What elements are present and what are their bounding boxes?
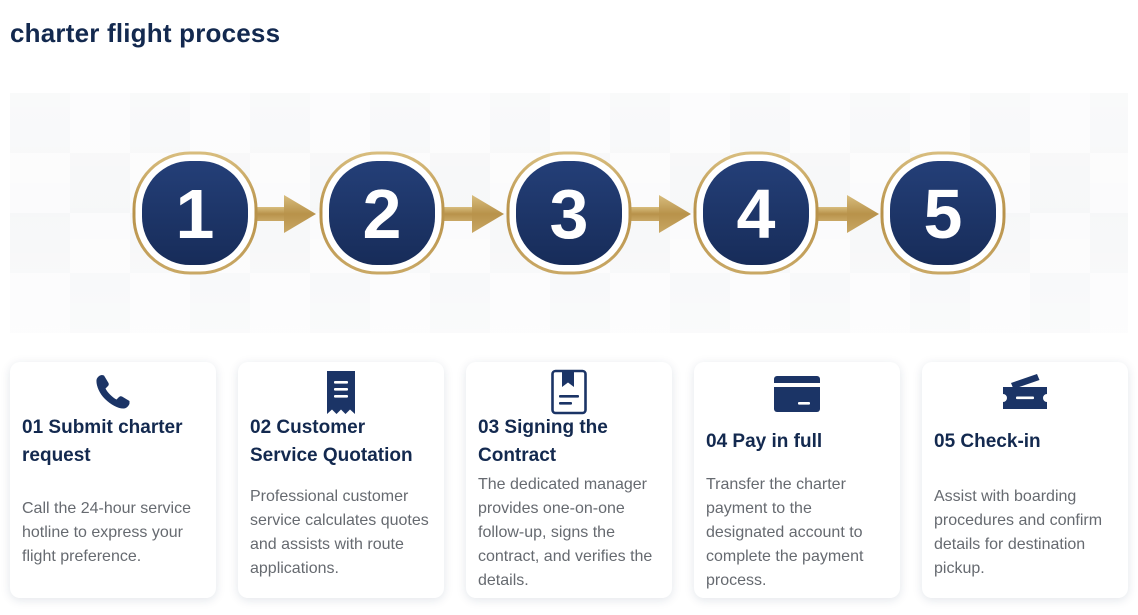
card-heading: 04 Pay in full bbox=[706, 431, 823, 452]
card-description: The dedicated manager provides one-on-on… bbox=[478, 476, 653, 589]
step-number: 1 bbox=[176, 175, 215, 253]
step-number: 3 bbox=[550, 175, 589, 253]
receipt-icon bbox=[327, 371, 355, 414]
card-heading: 02 Customer Service Quotation bbox=[250, 417, 413, 466]
process-cards: 01 Submit charter request Call the 24-ho… bbox=[10, 362, 1128, 600]
step-circle-5: 5 bbox=[880, 151, 1006, 275]
process-card-5: 05 Check-in Assist with boarding procedu… bbox=[922, 362, 1128, 598]
arrow-icon bbox=[813, 195, 879, 233]
step-number: 2 bbox=[363, 175, 402, 253]
step-number: 5 bbox=[924, 175, 963, 253]
step-circle-3: 3 bbox=[506, 151, 632, 275]
step-circle-1: 1 bbox=[132, 151, 258, 275]
card-description: Transfer the charter payment to the desi… bbox=[706, 476, 864, 589]
card-heading: 01 Submit charter request bbox=[22, 417, 183, 466]
ticket-icon bbox=[1003, 374, 1047, 409]
card-description: Call the 24-hour service hotline to expr… bbox=[22, 500, 191, 565]
process-card-2: 02 Customer Service Quotation Profession… bbox=[238, 362, 444, 598]
process-card-1: 01 Submit charter request Call the 24-ho… bbox=[10, 362, 216, 598]
process-banner: 1 2 3 4 5 bbox=[10, 93, 1128, 333]
credit-card-icon bbox=[774, 376, 820, 412]
step-circle-2: 2 bbox=[319, 151, 445, 275]
step-number: 4 bbox=[737, 175, 776, 253]
arrow-icon bbox=[250, 195, 316, 233]
arrow-icon bbox=[438, 195, 504, 233]
card-heading: 03 Signing the Contract bbox=[478, 417, 608, 466]
page-title: charter flight process bbox=[10, 18, 281, 48]
phone-icon bbox=[96, 375, 130, 409]
card-description: Professional customer service calculates… bbox=[250, 488, 429, 577]
process-card-4: 04 Pay in full Transfer the charter paym… bbox=[694, 362, 900, 598]
card-description: Assist with boarding procedures and conf… bbox=[934, 488, 1103, 577]
contract-icon bbox=[551, 369, 587, 415]
card-heading: 05 Check-in bbox=[934, 431, 1041, 452]
step-circle-4: 4 bbox=[693, 151, 819, 275]
arrow-icon bbox=[625, 195, 691, 233]
process-card-3: 03 Signing the Contract The dedicated ma… bbox=[466, 362, 672, 598]
process-steps: 1 2 3 4 5 bbox=[132, 151, 1006, 275]
